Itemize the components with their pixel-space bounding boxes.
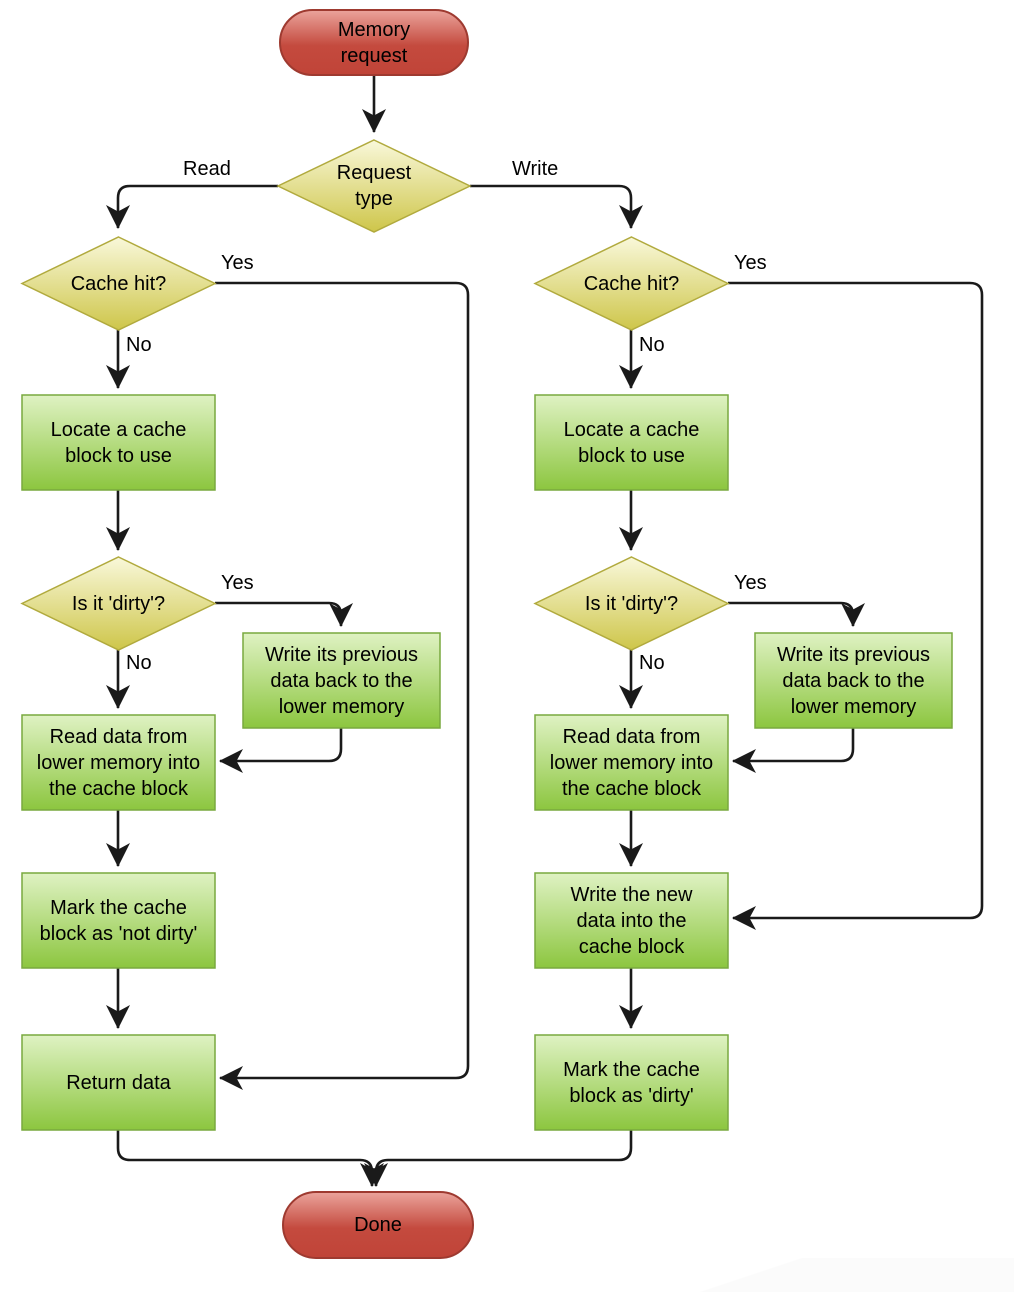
edge-markdirty-to-done [364,1130,633,1187]
read-locate-block-process [21,394,216,491]
edge-write-dirty-yes [728,601,865,627]
memory-request-terminator [279,9,469,76]
request-type-decision [276,139,472,233]
edge-return-to-done [116,1130,384,1187]
mark-dirty-process [534,1034,729,1131]
edge-write-cache-hit-yes [728,281,984,930]
connector-layer [106,75,984,1187]
write-read-data-process [534,714,729,811]
edge-request-type-read [106,184,278,229]
edge-read-cache-hit-yes [215,281,470,1090]
read-read-data-process [21,714,216,811]
write-is-dirty-decision [533,556,730,651]
write-new-data-process [534,872,729,969]
read-cache-hit-decision [20,236,217,331]
node-shapes [20,9,953,1259]
edge-write-writeback-to-readdata [732,728,855,773]
corner-watermark [700,1258,1014,1292]
read-write-back-process [242,632,441,729]
done-terminator [282,1191,474,1259]
write-locate-block-process [534,394,729,491]
read-is-dirty-decision [20,556,217,651]
edge-read-writeback-to-readdata [219,728,343,773]
write-cache-hit-decision [533,236,730,331]
edge-request-type-write [470,184,643,229]
write-write-back-process [754,632,953,729]
edge-read-dirty-yes [215,601,353,627]
mark-not-dirty-process [21,872,216,969]
return-data-process [21,1034,216,1131]
